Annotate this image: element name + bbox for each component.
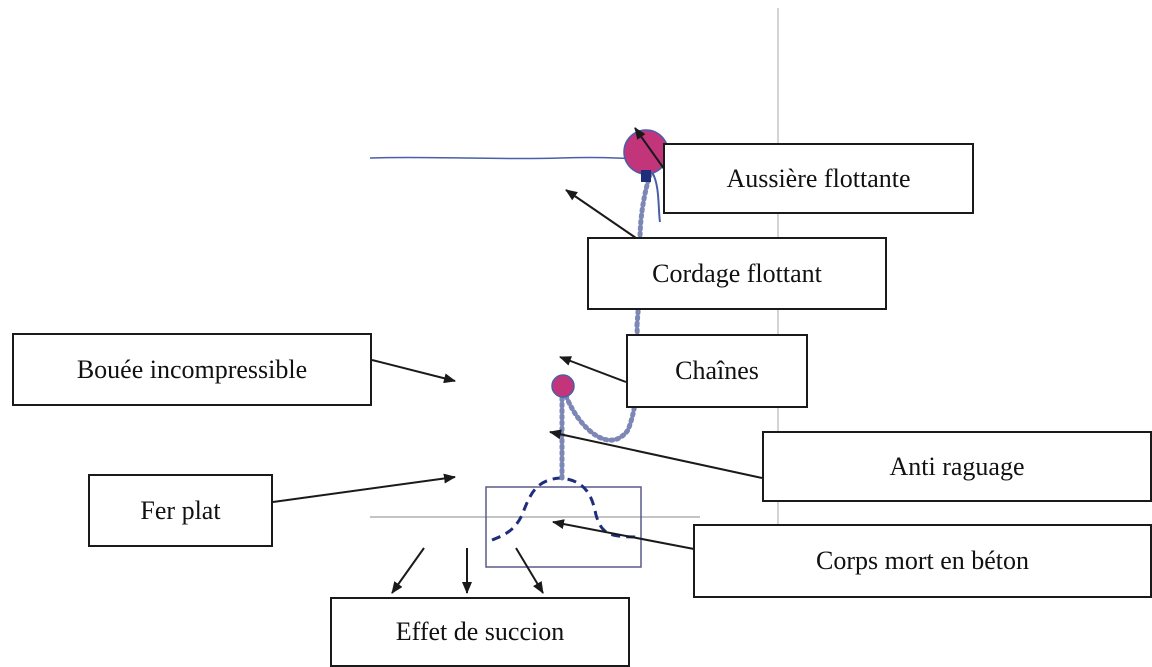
arrow-fer-plat: [272, 473, 456, 503]
small-buoy: [551, 374, 575, 398]
label-anti-raguage: Anti raguage: [762, 431, 1152, 502]
arrow-succion-left: [391, 547, 425, 594]
label-bouee-incompressible: Bouée incompressible: [12, 333, 372, 406]
arrow-corps-mort: [552, 519, 695, 550]
label-chaines: Chaînes: [626, 334, 808, 408]
arrow-succion-right: [515, 547, 544, 594]
surface-buoy: [623, 129, 669, 175]
arrow-bouee: [371, 359, 456, 384]
arrow-cordage: [565, 189, 637, 239]
arrow-anti-raguage: [549, 429, 763, 479]
label-cordage-flottant: Cordage flottant: [587, 237, 887, 310]
label-effet-succion: Effet de succion: [330, 597, 630, 667]
surface-buoy-shackle: [641, 170, 651, 182]
label-aussiere-flottante: Aussière flottante: [663, 143, 974, 214]
label-fer-plat: Fer plat: [88, 474, 273, 547]
water-surface-line: [369, 156, 661, 160]
floating-hawser: [651, 171, 661, 223]
concrete-block: [485, 486, 642, 568]
arrow-chaines: [559, 356, 627, 383]
label-corps-mort: Corps mort en béton: [693, 524, 1152, 598]
